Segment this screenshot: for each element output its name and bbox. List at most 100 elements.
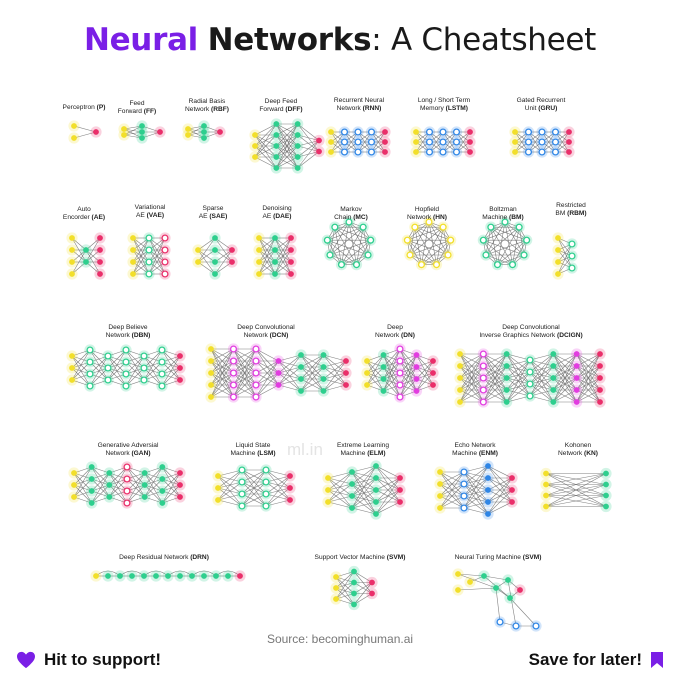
save-button[interactable]: Save for later! (529, 650, 664, 670)
dcn-node (298, 376, 304, 382)
ntm-nodes (452, 568, 542, 632)
bm-edge (483, 226, 520, 241)
dcign-edge (506, 395, 531, 403)
dbn-node-ring (104, 364, 112, 372)
ntm-edge (495, 587, 501, 623)
ntm-edge (507, 579, 517, 627)
enm-node-ring (460, 480, 468, 488)
lstm-node-ring (452, 148, 461, 156)
gru-node (512, 129, 518, 135)
dae-node (272, 271, 278, 277)
mc-node-ring (367, 236, 375, 244)
hn-edge (436, 227, 444, 265)
dae-edge (274, 249, 292, 275)
label-dn-line2: Network (DN) (375, 332, 415, 340)
dcign-node-ring (479, 374, 487, 382)
dcn-node (343, 370, 349, 376)
diagram-rbm (552, 232, 578, 280)
gan-edge (162, 484, 181, 504)
dcn-node (298, 388, 304, 394)
dff-node (252, 154, 258, 160)
drn-node (213, 573, 219, 579)
enm-node-ring (460, 468, 468, 476)
dcn-edges (210, 348, 347, 398)
dcn-edge (210, 348, 234, 386)
kn-edge (545, 473, 607, 507)
dcign-edge (529, 395, 554, 403)
dae-edge (258, 261, 276, 275)
lsm-node-ring (238, 478, 246, 486)
gan-edge (162, 466, 181, 474)
dn-node (380, 364, 387, 370)
elm-node (373, 511, 379, 517)
gan-edge (144, 466, 163, 474)
dcign-edge (576, 353, 601, 379)
rbf-nodes (182, 120, 226, 144)
hn-edge (428, 221, 451, 241)
dcign-node (503, 375, 510, 381)
label-gan-text: Network (105, 450, 132, 457)
gan-edge (73, 490, 92, 498)
dcign-edge (529, 353, 554, 385)
rnn-node-ring (367, 128, 376, 136)
dcn-edge (278, 378, 302, 386)
dcign-edge (553, 377, 577, 403)
lstm-edge (429, 131, 444, 153)
gan-edge (126, 484, 145, 504)
dn-node-ring (396, 393, 404, 401)
label-vae-line2: AE (VAE) (135, 212, 166, 220)
dn-edge (383, 348, 401, 392)
label-dae-abbrev: (DAE) (273, 213, 292, 220)
diagram-vae (127, 232, 171, 280)
diagram-enm (434, 460, 518, 520)
enm-node-ring (460, 492, 468, 500)
hn-edge (421, 226, 444, 265)
label-gan-line2: Network (GAN) (98, 450, 159, 458)
gan-node-ring (123, 475, 131, 483)
sae-node (195, 259, 201, 265)
kn-node (603, 481, 609, 488)
dcn-edge (300, 354, 324, 392)
dcn-node (208, 394, 214, 400)
label-ae-abbrev: (AE) (91, 214, 106, 221)
dcign-edge (506, 359, 531, 391)
hn-node-ring (432, 261, 441, 269)
rnn-node (328, 139, 334, 145)
mc-edge (341, 239, 371, 265)
diagram-elm (322, 460, 406, 520)
dff-node (294, 165, 301, 171)
elm-edge (351, 501, 377, 509)
dcn-node (208, 370, 214, 376)
ntm-node (481, 573, 487, 579)
lstm-node-ring (439, 128, 447, 136)
enm-edge (463, 465, 489, 473)
svm-node (333, 585, 339, 591)
rbf-node (185, 126, 191, 132)
hn-nodes (401, 216, 457, 271)
hn-node-ring (411, 223, 419, 231)
lsm-node (215, 485, 221, 491)
ntm-edge (483, 575, 509, 581)
label-drn: Deep Residual Network (DRN) (119, 554, 209, 562)
ae-edge (71, 249, 87, 263)
ntm-node-ring (532, 622, 540, 630)
label-rbm-abbrev: (RBM) (567, 210, 587, 217)
gan-edge (144, 466, 163, 498)
label-p-abbrev: (P) (96, 104, 106, 111)
label-dff-line1: Deep Feed (264, 98, 298, 105)
gan-node (159, 476, 166, 482)
dcn-edge (255, 360, 279, 374)
mc-edge (348, 221, 371, 241)
gan-edge (91, 472, 110, 504)
label-bm-text: Machine (482, 214, 510, 221)
label-lsm-abbrev: (LSM) (257, 450, 276, 457)
dn-edge (416, 360, 434, 368)
enm-edge (487, 477, 513, 491)
ntm-node-ring (496, 618, 504, 626)
label-bm-abbrev: (BM) (509, 214, 524, 221)
dbn-node-ring (140, 376, 148, 384)
kn-nodes (540, 467, 612, 513)
support-button[interactable]: Hit to support! (16, 650, 161, 670)
